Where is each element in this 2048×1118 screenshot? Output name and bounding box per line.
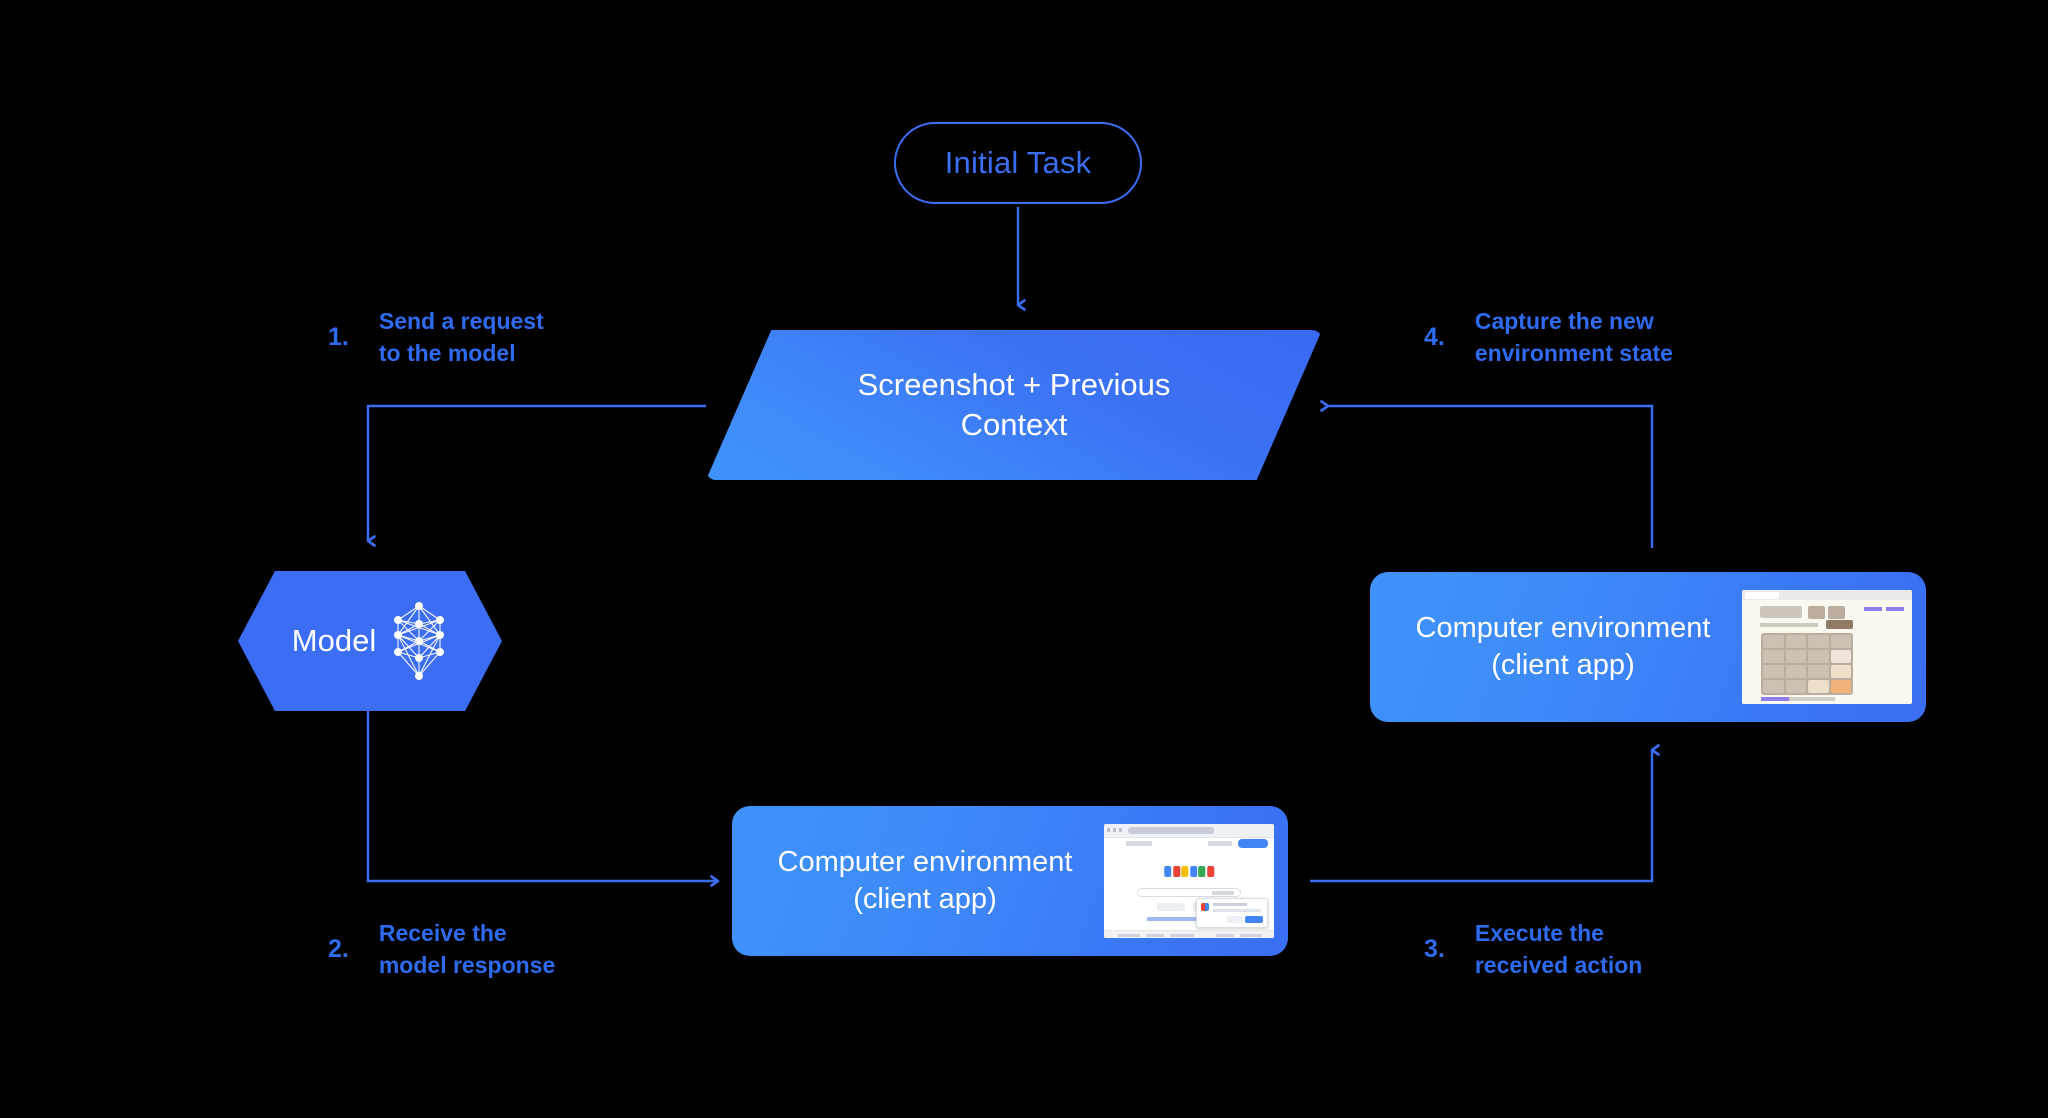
signin-button	[1238, 839, 1268, 848]
initial-task-label: Initial Task	[944, 145, 1092, 180]
game-header-links	[1864, 607, 1908, 611]
step-4-number: 4.	[1424, 323, 1445, 352]
step-2-number: 2.	[328, 935, 349, 964]
neural-network-icon	[394, 602, 445, 680]
context-label-line1: Screenshot + Previous	[857, 367, 1171, 403]
grid-tile	[1830, 665, 1851, 678]
context-node-label: Screenshot + Previous Context	[706, 330, 1322, 480]
grid-tile	[1808, 680, 1829, 693]
step-3-number: 3.	[1424, 935, 1445, 964]
google-language-links	[1147, 917, 1231, 921]
step-1-line1: Send a request	[378, 308, 544, 334]
consent-dialog	[1196, 898, 1268, 928]
model-node: Model	[238, 571, 502, 711]
model-node-label: Model	[291, 623, 377, 658]
step-2-text: Receive the model response	[379, 918, 555, 981]
dialog-secondary-button	[1227, 916, 1243, 923]
step-label-3: 3. Execute the received action	[1424, 918, 1642, 981]
game-header	[1760, 606, 1845, 619]
grid-cell	[1785, 680, 1806, 693]
step-4-text: Capture the new environment state	[1475, 306, 1673, 369]
connector-env-bottom-to-env-right	[1310, 744, 1660, 883]
nav-buttons-icon	[1107, 828, 1123, 832]
grid-tile	[1830, 650, 1851, 663]
game-page-body	[1742, 600, 1912, 704]
step-3-text: Execute the received action	[1475, 918, 1642, 981]
step-1-number: 1.	[328, 323, 349, 352]
game-2048-thumbnail	[1742, 590, 1912, 704]
game-title	[1760, 606, 1802, 618]
grid-cell	[1785, 635, 1806, 648]
connector-model-to-env-bottom	[366, 711, 720, 887]
grid-cell	[1763, 665, 1784, 678]
dialog-body-text	[1213, 909, 1261, 912]
game-grid	[1761, 633, 1853, 695]
grid-tile	[1830, 680, 1851, 693]
browser-toolbar	[1104, 824, 1274, 838]
context-label-line2: Context	[960, 407, 1068, 442]
initial-task-node: Initial Task	[894, 122, 1142, 204]
grid-cell	[1763, 635, 1784, 648]
step-label-2: 2. Receive the model response	[328, 918, 555, 981]
step-1-line2: to the model	[378, 339, 516, 366]
grid-cell	[1785, 665, 1806, 678]
context-node-shape	[706, 330, 1322, 480]
grid-cell	[1763, 680, 1784, 693]
dialog-primary-button	[1245, 916, 1263, 923]
grid-cell	[1808, 665, 1829, 678]
step-3-line1: Execute the	[1474, 920, 1604, 946]
game-footer-links	[1761, 697, 1835, 701]
browser-tabstrip	[1742, 590, 1912, 600]
step-1-text: Send a request to the model	[379, 306, 544, 369]
env-node-right: Computer environment (client app)	[1370, 572, 1926, 722]
browser-subbar	[1104, 838, 1274, 850]
google-logo-icon	[1164, 866, 1214, 877]
step-2-line2: model response	[378, 951, 556, 978]
google-search-box	[1137, 888, 1241, 897]
step-4-line2: environment state	[1474, 339, 1673, 366]
env-bottom-line1: Computer environment	[777, 845, 1073, 878]
dialog-icon	[1201, 903, 1209, 911]
dialog-title-text	[1213, 903, 1247, 906]
env-bottom-line2: (client app)	[853, 883, 997, 915]
step-2-line1: Receive the	[378, 920, 507, 946]
connector-context-to-model	[366, 404, 706, 547]
address-bar	[1128, 827, 1214, 834]
grid-cell	[1808, 635, 1829, 648]
env-right-label: Computer environment (client app)	[1370, 610, 1742, 684]
browser-tab	[1745, 592, 1779, 599]
subbar-left-text	[1126, 841, 1152, 846]
model-node-shape	[238, 571, 502, 711]
grid-cell	[1830, 635, 1851, 648]
google-page-body	[1104, 850, 1274, 938]
step-4-line1: Capture the new	[1474, 308, 1654, 334]
subbar-right-text	[1208, 841, 1232, 846]
google-footer	[1104, 930, 1274, 938]
grid-cell	[1763, 650, 1784, 663]
game-subtitle	[1760, 623, 1818, 627]
google-search-thumbnail	[1104, 824, 1274, 938]
step-label-1: 1. Send a request to the model	[328, 306, 544, 369]
game-scoreboard	[1808, 606, 1845, 619]
env-right-line1: Computer environment	[1415, 611, 1711, 644]
env-bottom-label: Computer environment (client app)	[732, 844, 1104, 918]
step-label-4: 4. Capture the new environment state	[1424, 306, 1673, 369]
new-game-button	[1826, 620, 1853, 629]
context-node: Screenshot + Previous Context	[706, 330, 1322, 480]
grid-cell	[1785, 650, 1806, 663]
env-right-line2: (client app)	[1491, 649, 1635, 681]
grid-cell	[1808, 650, 1829, 663]
connector-env-right-to-context	[1320, 400, 1654, 548]
env-node-bottom: Computer environment (client app)	[732, 806, 1288, 956]
step-3-line2: received action	[1474, 951, 1643, 978]
